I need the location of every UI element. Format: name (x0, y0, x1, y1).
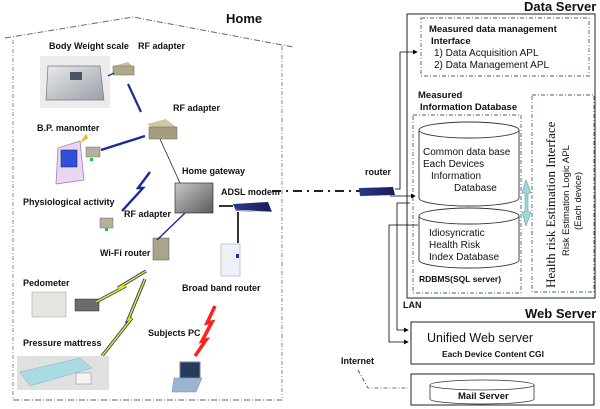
label-router: router (365, 167, 392, 177)
interface-item-data-acquisition: 1) Data Acquisition APL (434, 48, 539, 59)
rf-link-scale (127, 83, 142, 113)
subjects-pc-image (171, 361, 203, 393)
mail-server-box (410, 373, 595, 406)
data-server-box (406, 13, 596, 299)
router-connections (388, 49, 418, 345)
measured-info-db-box (412, 114, 522, 294)
rf-adapter-2-device (147, 119, 178, 140)
pc-wireless-link (193, 305, 217, 357)
label-bp-manometer: B.P. manomter (37, 123, 100, 133)
label-adsl-modem: ADSL modem (221, 187, 280, 197)
label-pedometer: Pedometer (23, 278, 70, 288)
risk-db-line3: Index Database (429, 252, 500, 263)
label-rf-adapter-1: RF adapter (138, 41, 186, 51)
label-home-gateway: Home gateway (182, 166, 246, 176)
pedometer-image (31, 291, 100, 318)
db-interface-exchange-arrow (521, 179, 532, 227)
interface-title-line1: Measured data management (429, 24, 557, 35)
interface-item-data-management: 2) Data Management APL (434, 60, 550, 71)
link-adapter-to-gateway (159, 138, 181, 184)
label-internet: Internet (341, 356, 375, 366)
rf-link-bp-manometer (100, 134, 146, 152)
label-lan: LAN (403, 300, 422, 310)
router-device (359, 187, 395, 196)
label-subjects-pc: Subjects PC (148, 328, 201, 338)
common-database-cylinder (418, 121, 520, 207)
common-db-line4: Database (454, 183, 497, 194)
mail-server-label: Mail Server (458, 391, 509, 402)
label-broadband-router: Broad band router (182, 283, 261, 293)
risk-db-line1: Idiosyncratic (429, 228, 485, 239)
common-db-line3: Information (431, 171, 482, 182)
common-db-line1: Common data base (423, 147, 511, 158)
rf-adapter-3-device (99, 217, 114, 231)
db-section-title-line2: Information Database (420, 102, 518, 113)
interface-title-line2: Interface (431, 36, 471, 47)
web-server-box (410, 321, 595, 365)
risk-logic-apl-line2: (Each device) (573, 171, 584, 230)
label-wifi-router: Wi-Fi router (100, 248, 151, 258)
db-section-title-line1: Measured (418, 90, 463, 101)
wifi-router-device (152, 237, 170, 261)
data-server-title: Data Server (524, 0, 597, 14)
label-rf-adapter-2: RF adapter (173, 103, 221, 113)
web-server-title: Web Server (525, 306, 597, 321)
bp-manometer-image (55, 134, 101, 185)
body-weight-scale-image (40, 56, 110, 108)
rf-adapter-1-device (107, 62, 135, 77)
broadband-router-device (220, 243, 241, 277)
mail-server-cylinder (429, 379, 535, 405)
adsl-modem-device (233, 202, 273, 213)
risk-db-line2: Health Risk (429, 240, 481, 251)
rdbms-label: RDBMS(SQL server) (419, 274, 502, 284)
label-rf-adapter-3: RF adapter (124, 209, 172, 219)
home-gateway-device (174, 182, 214, 214)
label-body-weight-scale: Body Weight scale (49, 41, 129, 51)
home-title: Home (226, 11, 263, 26)
unified-web-server-label: Unified Web server (427, 331, 534, 345)
internet-link (357, 369, 408, 389)
pressure-mattress-image (17, 356, 109, 390)
rf-link-physiological-activity (121, 171, 151, 212)
wifi-link-pressure-mattress (100, 278, 147, 357)
label-pressure-mattress: Pressure mattress (23, 338, 102, 348)
health-risk-interface-title: Health risk Estimation Interface (543, 121, 558, 288)
risk-logic-apl-line1: Risk Estimation Logic APL (561, 145, 572, 256)
health-risk-interface-box (531, 94, 595, 293)
label-physiological-activity: Physiological activity (23, 197, 115, 207)
link-gateway-to-wifi (156, 212, 186, 241)
device-content-cgi-label: Each Device Content CGI (442, 349, 545, 359)
measured-data-interface-box (420, 17, 590, 77)
home-boundary (4, 16, 294, 401)
common-db-line2: Each Devices (423, 159, 485, 170)
risk-index-database-cylinder (418, 207, 520, 269)
